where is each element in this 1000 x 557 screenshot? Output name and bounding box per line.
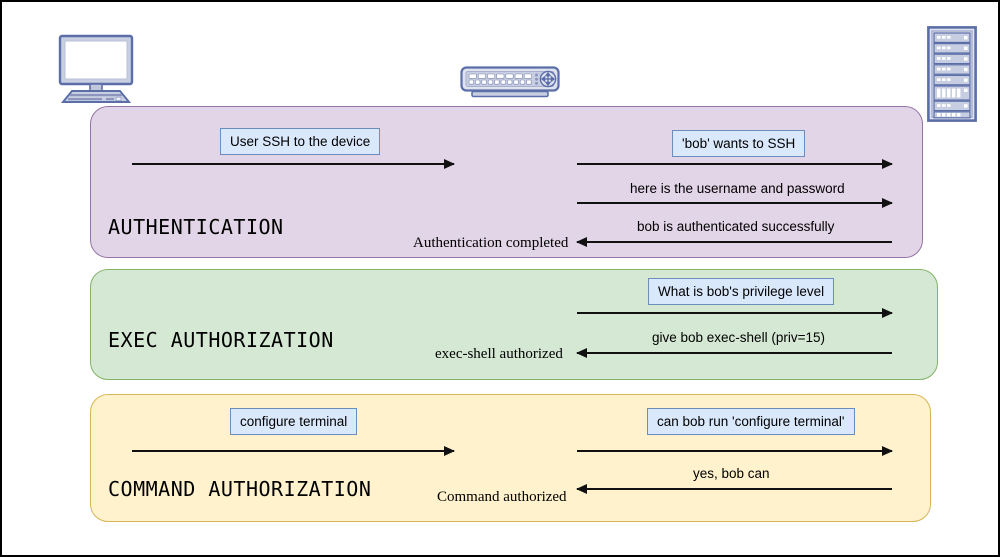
label-authentication-completed: Authentication completed [413,235,569,251]
arrow-device-to-server-cmd [577,444,893,458]
label-bob-authenticated-successfully: bob is authenticated successfully [637,219,835,234]
arrow-server-to-device-exec [576,346,892,360]
arrow-device-to-server-auth-2 [577,196,893,210]
arrow-server-to-device-auth [576,235,892,249]
label-what-is-bobs-privilege-level: What is bob's privilege level [648,278,835,305]
server-rack-icon [927,26,977,122]
label-command-authorized: Command authorized [437,489,567,505]
authentication-band-title: AUTHENTICATION [108,215,284,239]
arrow-client-to-device-auth [132,157,455,171]
arrow-device-to-server-auth-1 [577,157,893,171]
arrow-device-to-server-exec [577,306,893,320]
arrow-server-to-device-cmd [576,482,892,496]
label-bob-wants-to-ssh: 'bob' wants to SSH [672,130,806,157]
label-exec-shell-authorized: exec-shell authorized [435,346,563,362]
exec-authorization-band-title: EXEC AUTHORIZATION [108,328,334,352]
label-can-bob-run-configure-terminal: can bob run 'configure terminal' [647,408,855,435]
label-yes-bob-can: yes, bob can [693,466,770,481]
label-give-bob-exec-shell: give bob exec-shell (priv=15) [652,330,825,345]
command-authorization-band-title: COMMAND AUTHORIZATION [108,477,372,501]
label-configure-terminal: configure terminal [230,408,358,435]
label-username-and-password: here is the username and password [630,181,845,196]
arrow-client-to-device-cmd [132,444,455,458]
network-switch-icon [460,66,560,99]
label-user-ssh-to-device: User SSH to the device [220,128,381,155]
user-computer-icon [54,34,138,104]
